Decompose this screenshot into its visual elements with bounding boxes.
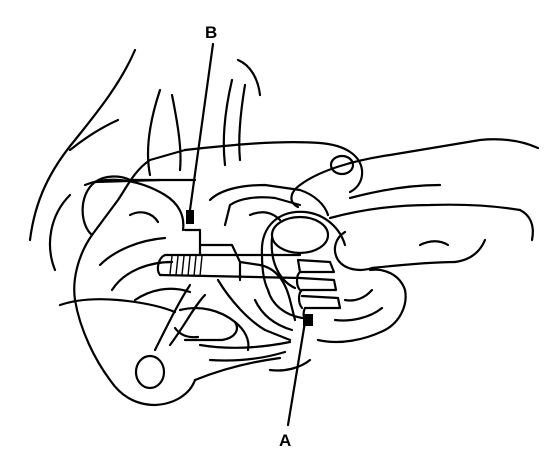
pinion-gear (260, 210, 347, 326)
left-hand (28, 48, 262, 314)
armature-shaft (156, 210, 302, 282)
callout-leaders (188, 42, 307, 427)
leader-line-a (286, 320, 307, 427)
right-hand (290, 138, 540, 271)
callout-label-b: B (205, 23, 217, 42)
callout-label-a: A (279, 431, 291, 450)
gear-marker (303, 314, 313, 326)
gear-bracket (208, 183, 407, 344)
leader-line-b (188, 42, 215, 212)
bolt-hole-icon (134, 354, 166, 390)
starter-housing (73, 141, 364, 407)
bolt-hole-icon (329, 154, 355, 176)
lower-hand (173, 306, 312, 372)
stop-collar-marker (186, 210, 194, 224)
